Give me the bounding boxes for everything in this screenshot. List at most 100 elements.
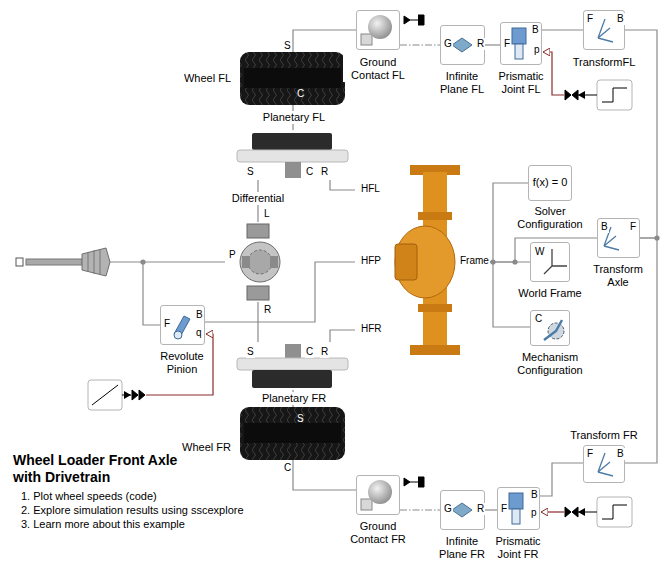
port-label: p xyxy=(533,44,541,56)
connector xyxy=(400,509,440,510)
junction-dots xyxy=(140,235,659,264)
differential-art xyxy=(240,224,280,300)
block-label: Prismatic Joint FL xyxy=(491,70,551,96)
connector xyxy=(293,30,356,52)
tire-fr xyxy=(240,407,345,460)
port-label: L xyxy=(263,208,271,220)
revolute-icon xyxy=(174,316,190,339)
connector xyxy=(257,302,258,342)
mechanism-config-block: Mechanism ConfigurationC xyxy=(530,310,570,346)
block-label: Planetary FL xyxy=(262,111,326,124)
port-label: B xyxy=(616,448,625,460)
wheel-part: Wheel FLSC xyxy=(240,52,345,105)
block-label: Infinite Plane FR xyxy=(432,535,492,561)
port-label: C xyxy=(283,462,292,474)
infinite-plane-icons xyxy=(452,38,472,517)
block-label: f(x) = 0 xyxy=(532,176,569,189)
port-label: G xyxy=(443,503,453,515)
port-label: C xyxy=(297,88,304,100)
planetary-fr-art xyxy=(237,344,348,388)
block-label: Transform Axle xyxy=(588,263,648,289)
tire-fl xyxy=(240,52,345,105)
port-label: C xyxy=(305,166,314,178)
port-label: R xyxy=(320,166,329,178)
ground-contact-icons xyxy=(361,15,424,510)
transform-block: Transform FRFB xyxy=(583,445,625,483)
infinite-plane-block: Infinite Plane FLGR xyxy=(440,25,485,65)
transform-block: Transform AxleBF xyxy=(597,218,640,258)
axle-frame-art xyxy=(395,165,460,355)
connector xyxy=(400,44,440,45)
port-label: R xyxy=(263,304,272,316)
port-label: Frame xyxy=(459,255,490,267)
connector xyxy=(485,509,497,510)
block-label: World Frame xyxy=(517,287,582,300)
port-label: C xyxy=(305,346,314,358)
infinite-plane-block: Infinite Plane FRGR xyxy=(440,490,485,530)
planetary-gear: Planetary FRSRC xyxy=(235,342,350,390)
connector xyxy=(330,330,355,342)
connector xyxy=(205,262,355,322)
port-label: F xyxy=(163,318,171,330)
connector xyxy=(540,463,583,496)
connector xyxy=(542,29,583,30)
connector xyxy=(330,180,355,190)
note-item: 2. Explore simulation results using ssce… xyxy=(20,504,245,517)
port-label: C xyxy=(534,313,543,325)
prismatic-joint-block: Prismatic Joint FRFBp xyxy=(497,487,540,530)
port-label: F xyxy=(586,448,594,460)
wheel-part: Wheel FRSC xyxy=(240,407,345,460)
diagram-title: Wheel Loader Front Axle with Drivetrain xyxy=(12,452,197,486)
port-label: B xyxy=(600,221,609,233)
connector xyxy=(485,44,500,45)
block-label: Differential xyxy=(231,192,285,205)
block-label: Transform FR xyxy=(569,429,638,442)
prismatic-icons xyxy=(509,28,526,524)
port-label: S xyxy=(246,346,255,358)
block-label: Ground Contact FL xyxy=(343,56,413,82)
signal-lines xyxy=(122,52,597,517)
port-label: HFP xyxy=(360,255,382,267)
ground-contact-block: Ground Contact FL xyxy=(356,10,400,50)
port-label: HFL xyxy=(360,183,381,195)
mechanism-config-icon xyxy=(544,320,564,340)
connector xyxy=(143,262,225,325)
differential-gear: DifferentialLPR xyxy=(225,222,290,302)
axle-frame: HFL HFP FrameHFR xyxy=(355,165,490,355)
port-label: W xyxy=(534,246,545,258)
block-label: TransformFL xyxy=(572,56,637,69)
block-label: Wheel FL xyxy=(183,72,232,85)
port-label: F xyxy=(500,503,508,515)
block-label: Mechanism Configuration xyxy=(514,351,586,377)
port-label: F xyxy=(629,221,637,233)
block-label: Ground Contact FR xyxy=(343,520,413,546)
ground-contact-block: Ground Contact FR xyxy=(356,475,400,515)
planetary-fl-art xyxy=(237,133,348,178)
port-label: q xyxy=(195,327,203,339)
solver-config-block: f(x) = 0Solver Configuration xyxy=(528,165,572,201)
port-label: S xyxy=(297,413,304,425)
block-label: Solver Configuration xyxy=(514,205,586,231)
port-label: F xyxy=(503,38,511,50)
port-label: R xyxy=(476,38,485,50)
revolute-joint-block: Revolute PinionFBq xyxy=(160,305,205,345)
port-label: P xyxy=(228,249,237,261)
port-label: S xyxy=(283,40,292,52)
note-item: 1. Plot wheel speeds (code) xyxy=(20,490,158,503)
connector xyxy=(293,460,356,490)
port-label: R xyxy=(476,503,485,515)
block-label: Infinite Plane FL xyxy=(432,70,492,96)
block-label: Revolute Pinion xyxy=(152,350,212,376)
transform-block: TransformFLFB xyxy=(583,10,625,50)
prismatic-joint-block: Prismatic Joint FLFBp xyxy=(500,22,542,65)
world-frame-block: World FrameW xyxy=(530,242,570,282)
note-item: 3. Learn more about this example xyxy=(20,518,186,531)
world-frame-icon xyxy=(544,249,567,274)
port-label: F xyxy=(586,13,594,25)
port-label: HFR xyxy=(360,323,383,335)
port-label: B xyxy=(530,489,539,501)
port-label: R xyxy=(320,346,329,358)
port-label: B xyxy=(616,13,625,25)
block-label: Prismatic Joint FR xyxy=(488,535,548,561)
